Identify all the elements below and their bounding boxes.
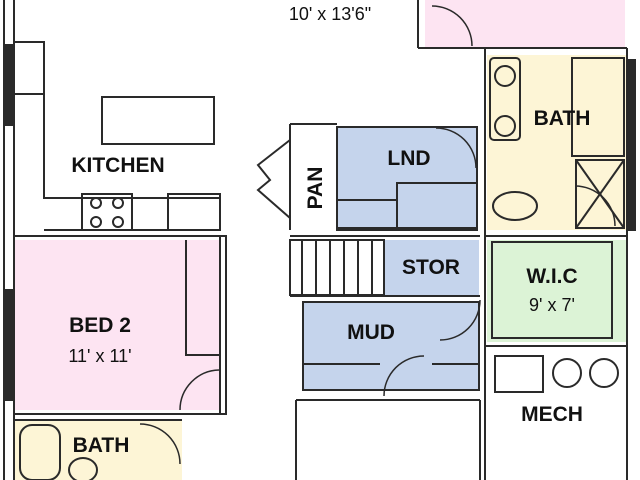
door-swings — [139, 5, 616, 465]
bath2-label: BATH — [73, 434, 130, 457]
mud-label: MUD — [347, 321, 395, 344]
wic-label: W.I.C — [526, 265, 577, 288]
laundry-label: LND — [387, 147, 430, 170]
room-fill-storage — [384, 240, 479, 295]
storage-label: STOR — [402, 256, 460, 279]
walls — [3, 0, 636, 480]
kitchen-label: KITCHEN — [71, 154, 164, 177]
top-room-dimensions: 10' x 13'6" — [289, 4, 371, 24]
bed2-dimensions: 11' x 11' — [68, 346, 131, 366]
room-fill-mud — [303, 302, 479, 390]
room-fill-laundry — [337, 127, 477, 230]
wic-dimensions: 9' x 7' — [529, 295, 575, 315]
pantry-label: PAN — [304, 167, 327, 210]
bed2-label: BED 2 — [69, 314, 131, 337]
mech-label: MECH — [521, 403, 583, 426]
master-bath-label: BATH — [534, 107, 591, 130]
room-fill-top-bedroom — [425, 0, 625, 48]
room-fill-wic — [487, 240, 627, 342]
